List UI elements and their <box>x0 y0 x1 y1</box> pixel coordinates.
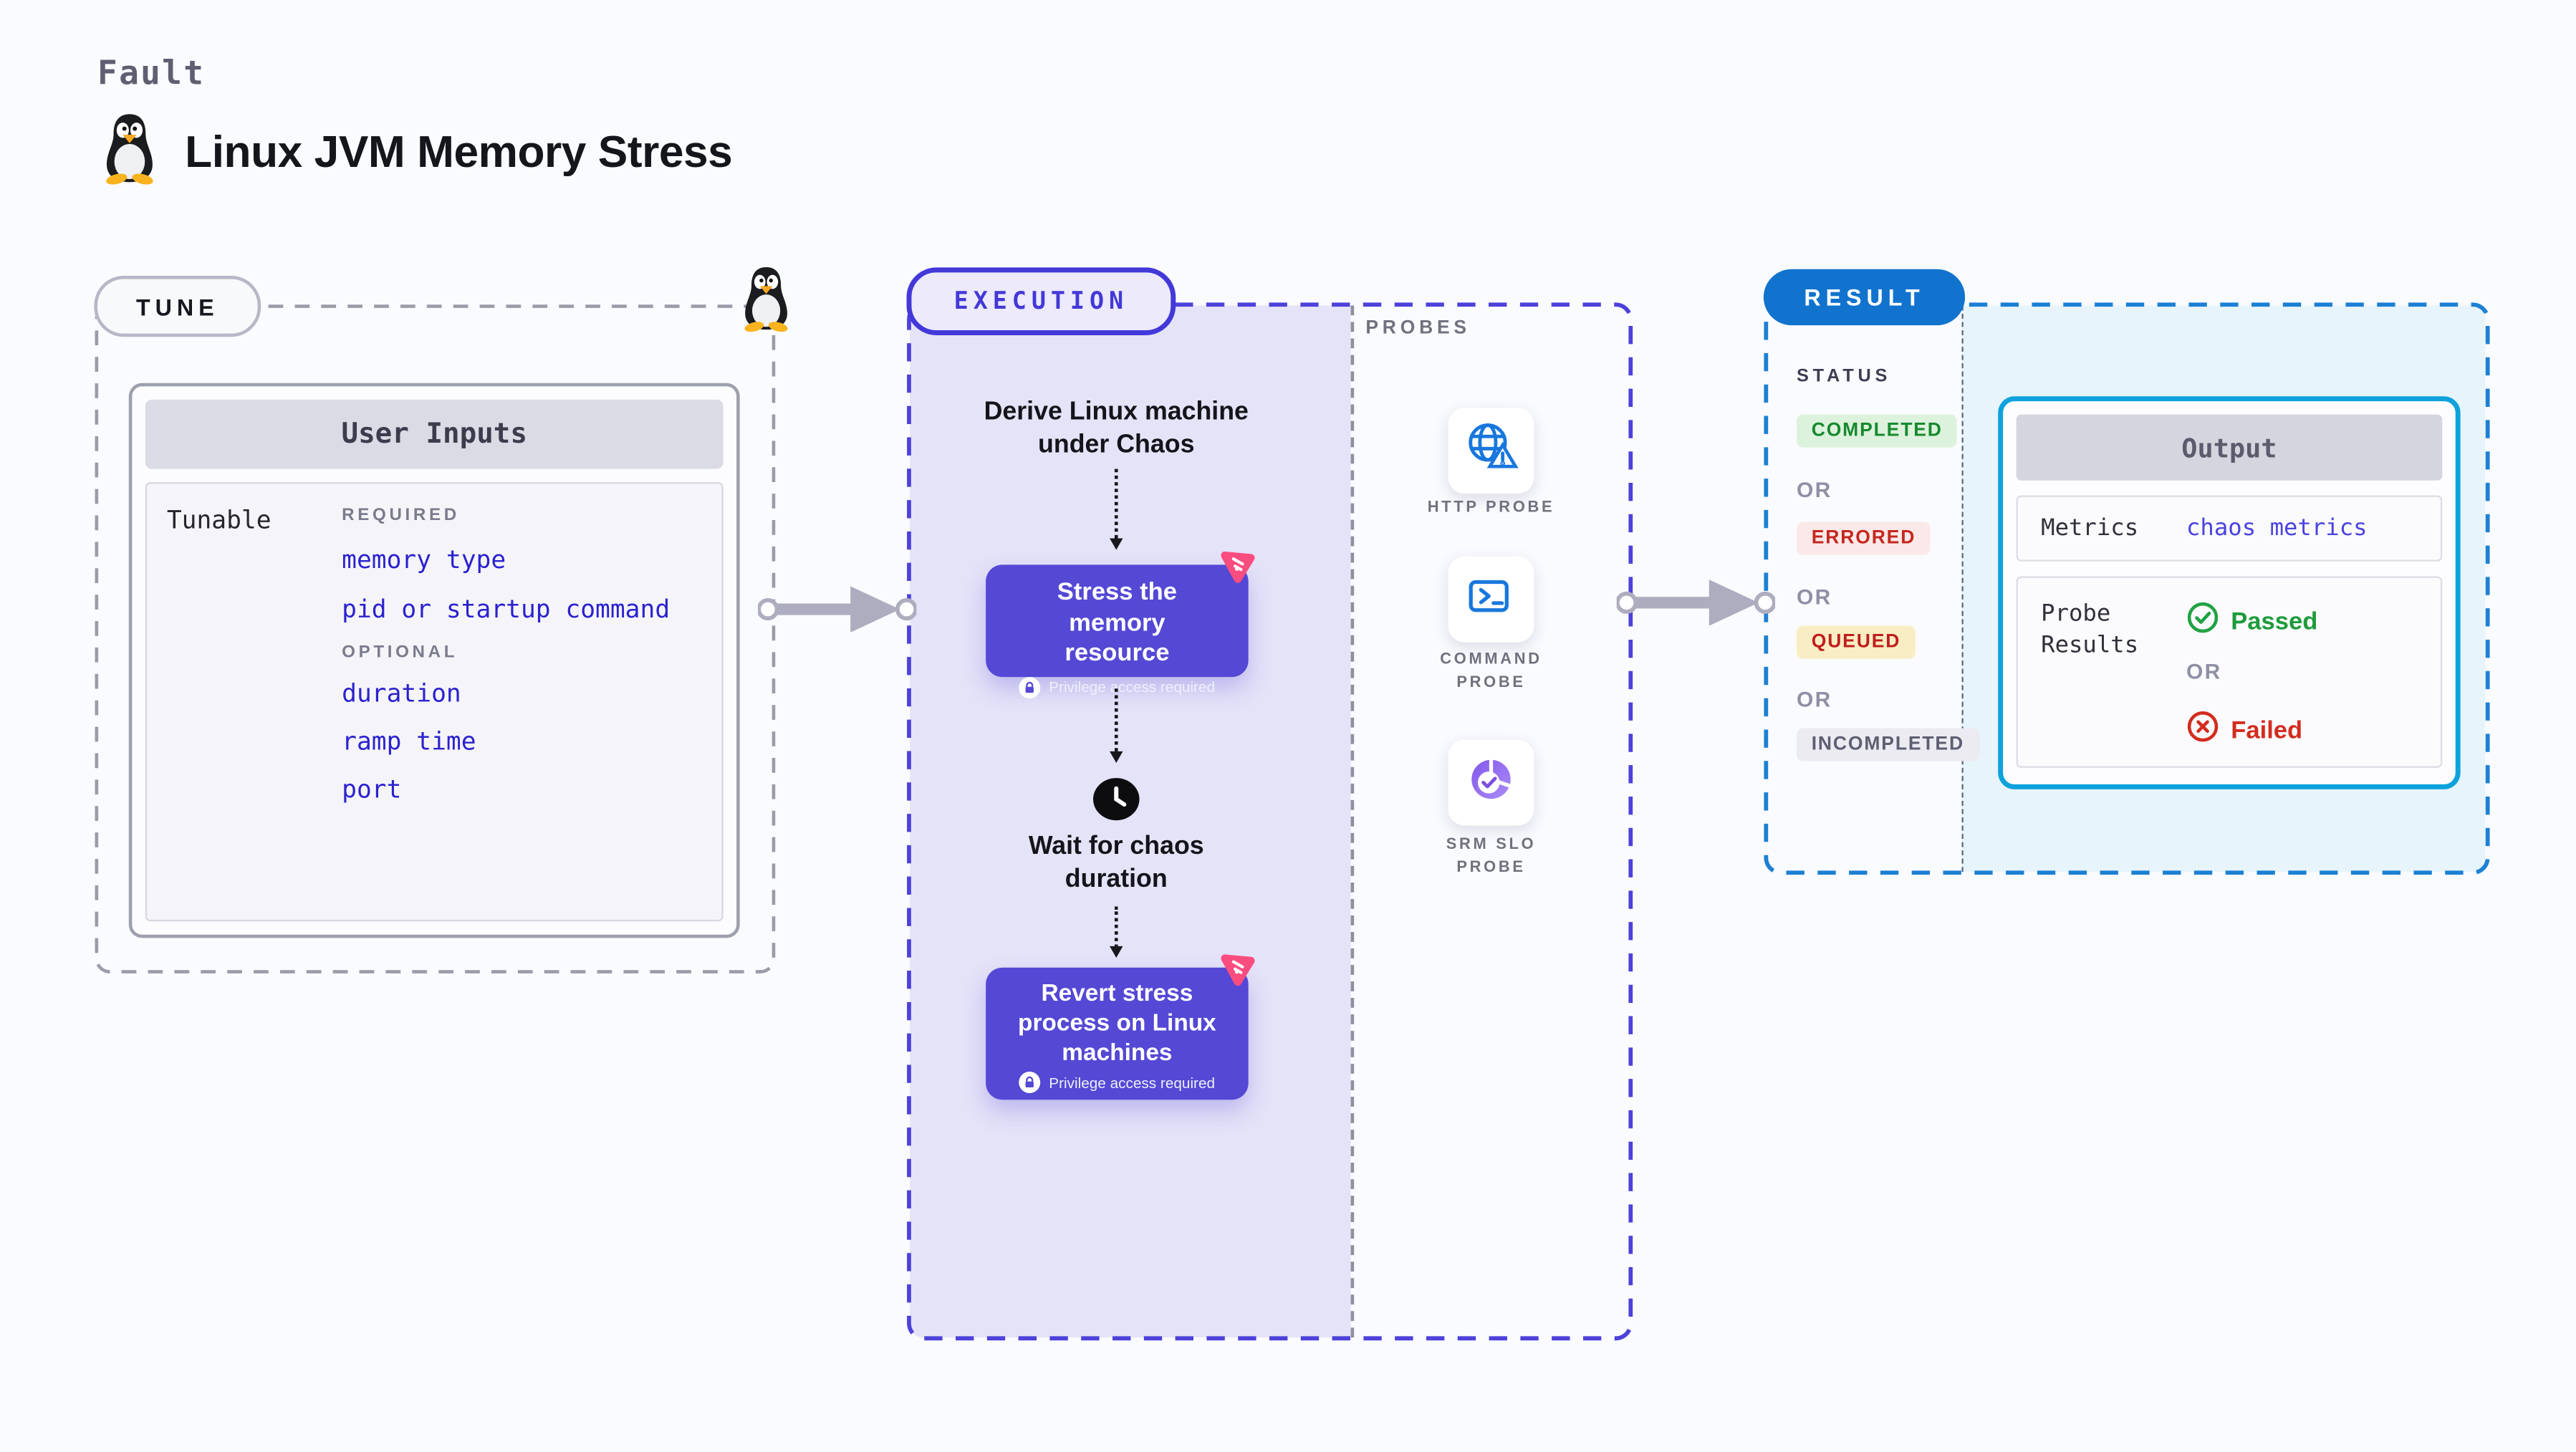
slo-pie-check-icon <box>1463 751 1519 815</box>
status-badge-queued: QUEUED <box>1796 625 1916 659</box>
output-or: OR <box>2186 658 2222 684</box>
privilege-note-2-label: Privilege access required <box>1049 1074 1216 1091</box>
globe-warning-icon <box>1461 417 1521 485</box>
chaos-experiment-icon <box>1219 545 1260 587</box>
input-memory-type: memory type <box>342 544 506 575</box>
input-pid-or-startup-command: pid or startup command <box>342 594 671 625</box>
command-probe-card <box>1448 556 1534 643</box>
step-revert-label: Revert stress process on Linux machines <box>1018 981 1216 1067</box>
execution-to-result-arrow <box>1616 580 1776 626</box>
tune-badge: TUNE <box>94 275 261 337</box>
passed-label: Passed <box>2231 607 2318 635</box>
user-inputs-title: User Inputs <box>145 399 724 469</box>
command-probe-label: COMMAND PROBE <box>1440 650 1542 691</box>
http-probe-label: HTTP PROBE <box>1427 499 1555 517</box>
probe-results-label: Probe Results <box>2041 601 2139 659</box>
passed-verdict: Passed <box>2186 601 2317 640</box>
result-badge: RESULT <box>1763 269 1966 326</box>
lock-icon-2 <box>1019 1072 1041 1093</box>
tunable-label: Tunable <box>166 505 271 535</box>
srm-slo-probe-label: SRM SLO PROBE <box>1446 835 1537 876</box>
step-derive-machine: Derive Linux machine under Chaos <box>984 398 1249 458</box>
flow-connector-1 <box>1110 468 1123 550</box>
execution-probes-divider <box>1350 305 1355 1338</box>
step-stress-label: Stress the memory resource <box>1057 577 1178 668</box>
optional-heading: OPTIONAL <box>342 642 458 663</box>
flow-connector-2 <box>1110 688 1123 763</box>
privilege-note-2: Privilege access required <box>986 1072 1249 1093</box>
step-wait-duration: Wait for chaos duration <box>1028 832 1204 893</box>
terminal-icon <box>1463 567 1519 632</box>
x-circle-icon <box>2186 710 2219 749</box>
tune-badge-label: TUNE <box>136 293 219 320</box>
http-probe-card <box>1448 408 1534 494</box>
privilege-note-label: Privilege access required <box>1049 678 1216 696</box>
metrics-label: Metrics <box>2041 515 2139 542</box>
status-heading: STATUS <box>1796 366 1892 387</box>
page-header: Linux JVM Memory Stress <box>99 110 733 193</box>
result-badge-label: RESULT <box>1804 284 1925 311</box>
failed-label: Failed <box>2231 716 2303 744</box>
output-title: Output <box>2016 414 2443 481</box>
user-inputs-body: Tunable REQUIRED memory type pid or star… <box>145 482 724 922</box>
user-inputs-card: User Inputs Tunable REQUIRED memory type… <box>128 383 740 938</box>
status-or-1: OR <box>1796 477 1832 502</box>
status-or-3: OR <box>1796 686 1832 712</box>
metrics-row: Metrics chaos metrics <box>2016 495 2443 562</box>
check-circle-icon <box>2186 601 2219 640</box>
clock-icon <box>1092 776 1141 830</box>
tux-penguin-icon <box>99 110 160 193</box>
status-badge-incompleted: INCOMPLETED <box>1796 728 1979 761</box>
execution-badge: EXECUTION <box>906 267 1176 335</box>
status-badge-completed: COMPLETED <box>1796 414 1958 448</box>
output-card: Output Metrics chaos metrics Probe Resul… <box>1998 396 2461 789</box>
probe-results-row: Probe Results Passed OR F <box>2016 576 2443 768</box>
step-revert-stress: Revert stress process on Linux machines … <box>986 967 1249 1100</box>
lock-icon <box>1019 675 1041 698</box>
flow-connector-3 <box>1110 906 1123 958</box>
required-heading: REQUIRED <box>342 505 460 526</box>
input-ramp-time: ramp time <box>342 726 476 756</box>
status-badge-errored: ERRORED <box>1796 521 1931 555</box>
chaos-experiment-icon-2 <box>1219 948 1260 989</box>
execution-badge-label: EXECUTION <box>953 288 1129 315</box>
tux-penguin-icon-small <box>738 264 794 340</box>
tune-to-execution-arrow <box>758 586 917 633</box>
srm-slo-probe-card <box>1448 739 1534 826</box>
metrics-value: chaos metrics <box>2186 515 2368 542</box>
result-status-divider <box>1961 305 1964 872</box>
failed-verdict: Failed <box>2186 710 2302 749</box>
probes-heading: PROBES <box>1365 318 1471 339</box>
input-duration: duration <box>342 678 461 708</box>
page-title: Linux JVM Memory Stress <box>185 126 733 176</box>
input-port: port <box>342 774 402 804</box>
step-stress-memory: Stress the memory resource Privilege acc… <box>986 564 1249 698</box>
status-or-2: OR <box>1796 585 1832 610</box>
fault-category-label: Fault <box>97 52 206 93</box>
